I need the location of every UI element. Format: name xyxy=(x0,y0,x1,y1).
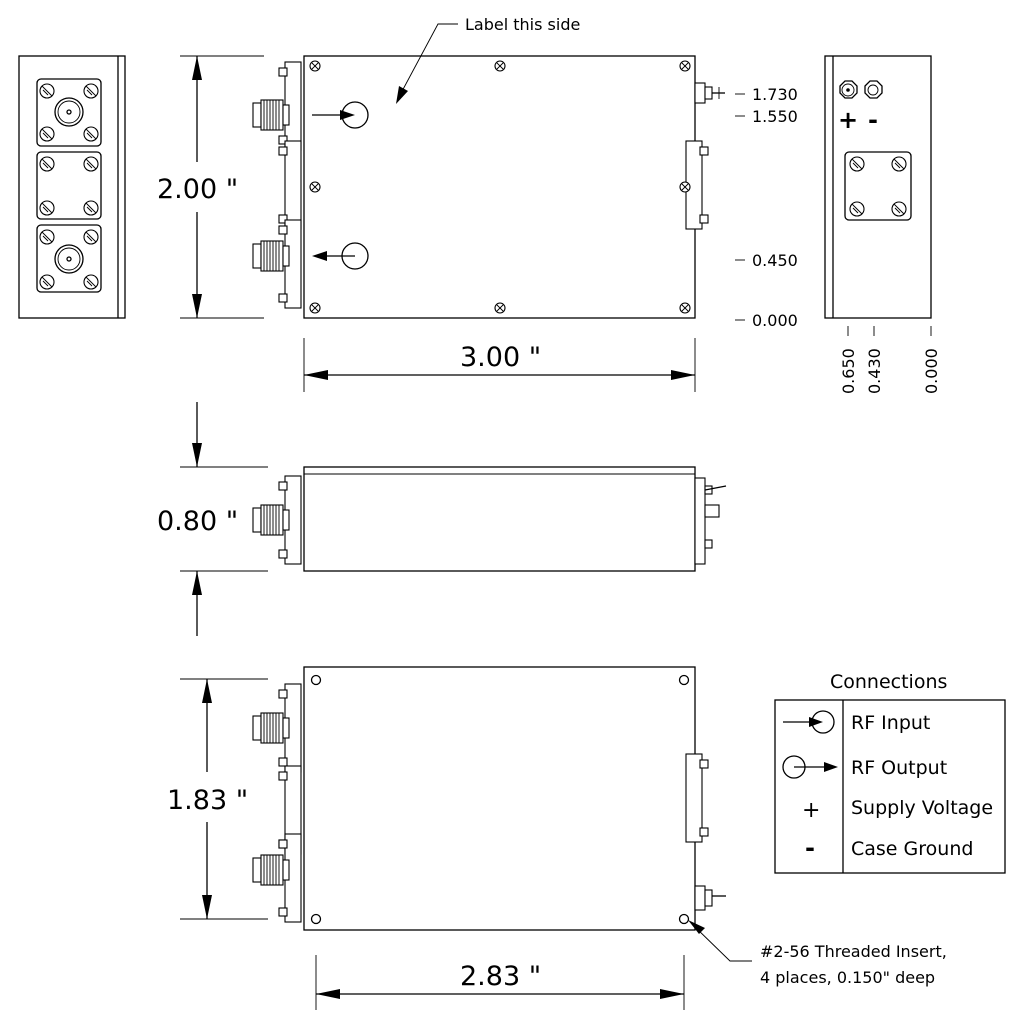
ordinate-0650: 0.650 xyxy=(839,348,858,394)
top-view: Label this side 2.00 " 3.00 " 1.730 1.55… xyxy=(157,15,798,392)
ground-stud-icon xyxy=(864,80,883,99)
supply-feedthrough-icon xyxy=(839,80,858,99)
connections-legend: Connections RF Input RF Output + Supply … xyxy=(774,671,1006,874)
legend-label-case-ground: Case Ground xyxy=(851,838,973,860)
plus-symbol: + xyxy=(838,106,858,134)
bottom-view: 1.83 " 2.83 " #2-56 Threaded Insert, 4 p… xyxy=(167,666,947,1010)
feedthrough-terminal xyxy=(694,82,725,104)
ordinate-0000-end: 0.000 xyxy=(922,348,941,394)
rf-output-symbol xyxy=(312,242,369,270)
rf-input-icon xyxy=(783,710,835,734)
ordinate-0430: 0.430 xyxy=(865,348,884,394)
side-right-hardware xyxy=(694,477,727,565)
rf-output-icon xyxy=(782,755,838,779)
side-view: 0.80 " xyxy=(157,402,727,636)
dim-bottom-height: 1.83 " xyxy=(167,785,248,816)
minus-symbol: - xyxy=(868,106,878,134)
legend-label-supply-voltage: Supply Voltage xyxy=(851,797,993,819)
dim-top-height: 2.00 " xyxy=(157,174,238,205)
legend-symbol-minus: - xyxy=(805,834,815,862)
threaded-insert-note-line2: 4 places, 0.150" deep xyxy=(760,968,935,987)
dim-top-width: 3.00 " xyxy=(460,342,541,373)
insert-leader xyxy=(688,920,752,962)
flange-blank-right xyxy=(844,151,912,221)
flange-rf-input xyxy=(36,78,102,147)
bottom-feedthrough xyxy=(694,885,726,911)
threaded-insert-icon xyxy=(310,674,690,925)
flange-blank xyxy=(36,151,102,220)
legend-label-rf-input: RF Input xyxy=(851,712,930,734)
ordinate-1730: 1.730 xyxy=(752,85,798,104)
right-end-view: + - 0.650 0.430 0.000 xyxy=(824,55,941,394)
dim-bottom-width: 2.83 " xyxy=(460,961,541,992)
ordinate-0450: 0.450 xyxy=(752,251,798,270)
flange-rf-output xyxy=(36,224,102,293)
legend-symbol-plus: + xyxy=(802,798,820,823)
threaded-insert-note-line1: #2-56 Threaded Insert, xyxy=(760,942,947,961)
left-end-view xyxy=(18,55,126,319)
ordinate-0000: 0.000 xyxy=(752,311,798,330)
legend-title: Connections xyxy=(830,671,947,693)
ordinate-1550: 1.550 xyxy=(752,107,798,126)
label-this-side-text: Label this side xyxy=(465,15,580,34)
legend-label-rf-output: RF Output xyxy=(851,757,947,779)
dim-side-height: 0.80 " xyxy=(157,506,238,537)
rf-input-symbol xyxy=(312,101,369,129)
label-side-leader xyxy=(396,23,458,104)
